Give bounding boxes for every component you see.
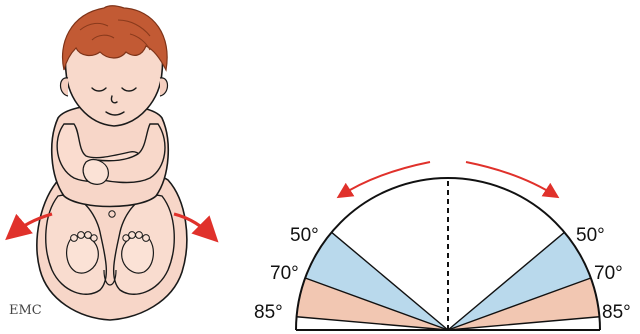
angle-protractor: 50° 70° 85° 50° 70° 85° xyxy=(254,162,631,330)
label-right-85: 85° xyxy=(602,302,631,323)
artist-initials: EMC xyxy=(9,303,42,318)
infant-illustration: EMC xyxy=(9,6,214,320)
label-right-50: 50° xyxy=(576,225,605,246)
label-left-50: 50° xyxy=(290,225,319,246)
infant-ear-right xyxy=(160,78,168,96)
label-left-70: 70° xyxy=(270,263,299,284)
label-left-85: 85° xyxy=(254,302,283,323)
infant-ear-left xyxy=(61,78,69,96)
label-right-70: 70° xyxy=(594,263,623,284)
